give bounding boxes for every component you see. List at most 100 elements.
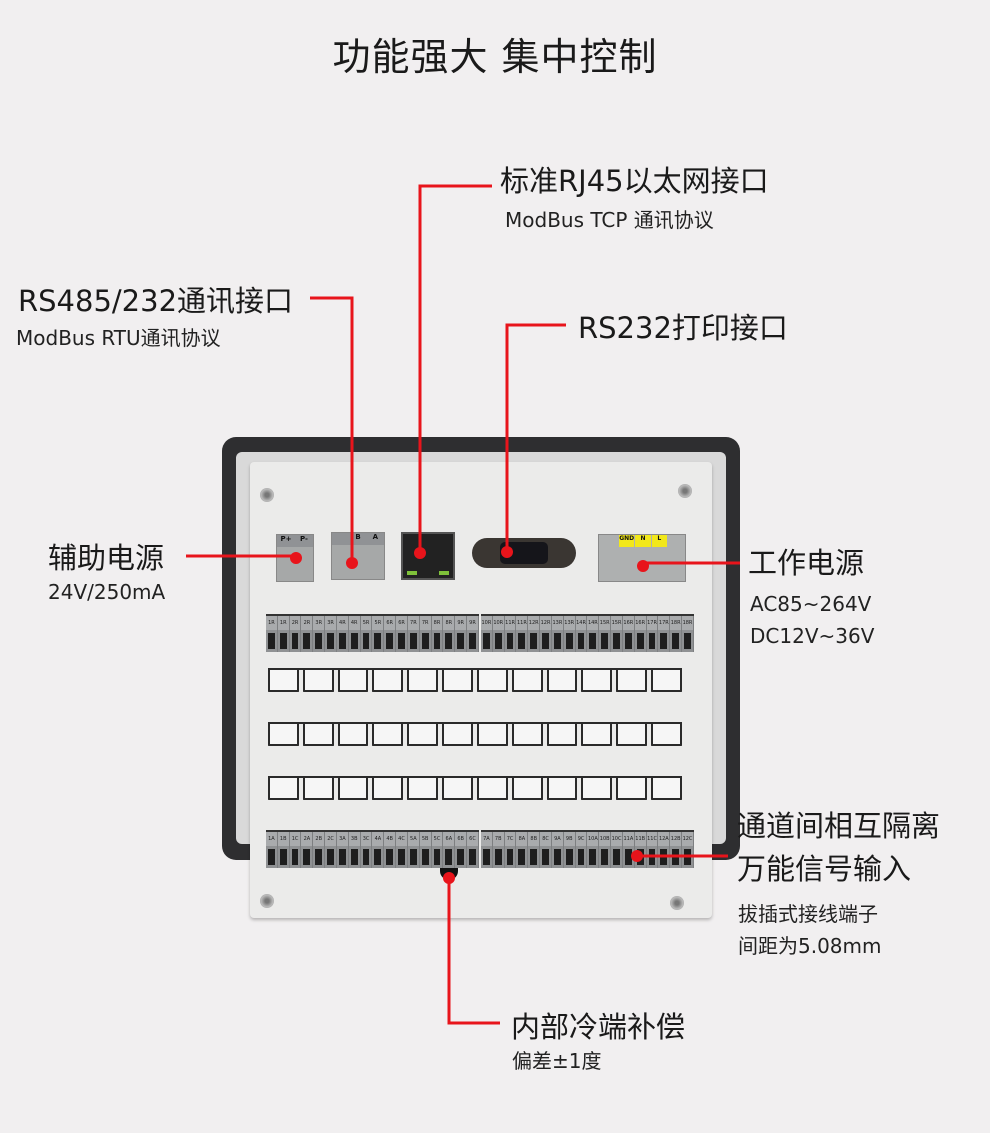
aux-power-subtitle: 24V/250mA (48, 580, 166, 604)
terminal-label: 17R (646, 616, 658, 630)
module-slot (511, 670, 543, 692)
terminal: 10B (599, 832, 612, 868)
terminal: 13R (563, 616, 576, 652)
callout-dot (631, 850, 643, 862)
terminal-label: 6C (467, 832, 478, 846)
terminal: 7B (492, 832, 505, 868)
main-power-connector: GND N L (598, 534, 686, 582)
terminal-label: 16R (622, 616, 634, 630)
terminal-hole (384, 846, 396, 868)
terminal: 4R (348, 616, 361, 652)
callout-dot (414, 547, 426, 559)
terminal-hole (622, 630, 634, 652)
terminal: 5B (419, 832, 432, 868)
terminal-label: 11R (516, 616, 528, 630)
terminal-hole (563, 846, 575, 868)
terminal-hole (540, 630, 551, 652)
terminal-label: 4B (384, 832, 396, 846)
terminal-hole (277, 846, 289, 868)
terminal: 2A (301, 832, 314, 868)
terminal-label: 2R (301, 616, 313, 630)
main-power-ac: AC85~264V (750, 592, 872, 616)
terminal: 10A (587, 832, 600, 868)
terminal: 9C (575, 832, 588, 868)
terminal: 7R (407, 616, 420, 652)
terminal: 4A (372, 832, 385, 868)
terminal: 11R (504, 616, 517, 652)
module-slot-row (268, 722, 682, 748)
terminal-label: 12R (540, 616, 551, 630)
terminal: 12R (528, 616, 541, 652)
terminal: 6R (384, 616, 397, 652)
terminal-hole (504, 846, 516, 868)
screw-icon (678, 484, 692, 498)
terminal: 3B (348, 832, 361, 868)
terminal-hole (301, 846, 313, 868)
terminal: 5A (407, 832, 420, 868)
terminal-hole (599, 846, 611, 868)
terminal-label: 1C (289, 832, 301, 846)
rj45-port (401, 532, 455, 580)
terminal-hole (492, 630, 504, 652)
terminal-hole (266, 630, 277, 652)
terminal-label: 14R (575, 616, 587, 630)
terminal: 2R (289, 616, 302, 652)
terminal-label: 12R (528, 616, 540, 630)
module-slot (442, 670, 473, 692)
callout-line-rs232 (505, 323, 566, 552)
terminal-hole (431, 846, 443, 868)
module-slot (268, 778, 299, 800)
terminal-label: 5A (407, 832, 419, 846)
module-slot (616, 724, 648, 746)
terminal-hole (516, 846, 528, 868)
terminal-label: 5R (360, 616, 372, 630)
terminal-hole (563, 630, 575, 652)
terminal: 10C (611, 832, 623, 868)
terminal-hole (575, 630, 587, 652)
callout-dot (346, 557, 358, 569)
terminal: 17R (658, 616, 671, 652)
module-slot (442, 778, 473, 800)
terminal-label: 2C (325, 832, 336, 846)
terminal-hole (481, 630, 492, 652)
terminal-hole (336, 630, 348, 652)
module-slot (546, 778, 578, 800)
terminal-label: 2B (313, 832, 325, 846)
db9-port (472, 538, 576, 568)
rs485-subtitle: ModBus RTU通讯协议 (16, 326, 221, 350)
terminal: 13R (551, 616, 564, 652)
terminal-label: 13R (563, 616, 575, 630)
module-slot (372, 724, 404, 746)
inputs-title-1: 通道间相互隔离 (737, 809, 941, 843)
terminal-hole (360, 846, 372, 868)
rs485-connector: B A (331, 532, 385, 580)
main-power-dc: DC12V~36V (750, 624, 875, 648)
terminal-label: 8C (540, 832, 551, 846)
terminal: 5R (360, 616, 373, 652)
terminal-label: 6R (384, 616, 396, 630)
terminal-label: 12A (658, 832, 670, 846)
terminal-label: 11C (646, 832, 658, 846)
terminal-hole (396, 846, 407, 868)
terminal: 8C (540, 832, 552, 868)
terminal: 6A (443, 832, 456, 868)
terminal-hole (670, 630, 682, 652)
terminal-label: 9C (575, 832, 587, 846)
module-slot (581, 778, 613, 800)
terminal-label: 16R (634, 616, 646, 630)
terminal-hole (443, 630, 455, 652)
cjc-subtitle: 偏差±1度 (512, 1049, 602, 1073)
terminal-hole (587, 846, 599, 868)
module-slot (407, 724, 439, 746)
terminal-label: P- (300, 535, 308, 543)
terminal-label: 4C (396, 832, 407, 846)
terminal: 9R (455, 616, 468, 652)
rs485-title: RS485/232通讯接口 (18, 284, 294, 318)
rj45-subtitle: ModBus TCP 通讯协议 (505, 208, 714, 232)
terminal: 5C (431, 832, 444, 868)
module-slot (476, 778, 508, 800)
module-slot (651, 670, 682, 692)
screw-icon (670, 896, 684, 910)
module-slot (268, 724, 299, 746)
